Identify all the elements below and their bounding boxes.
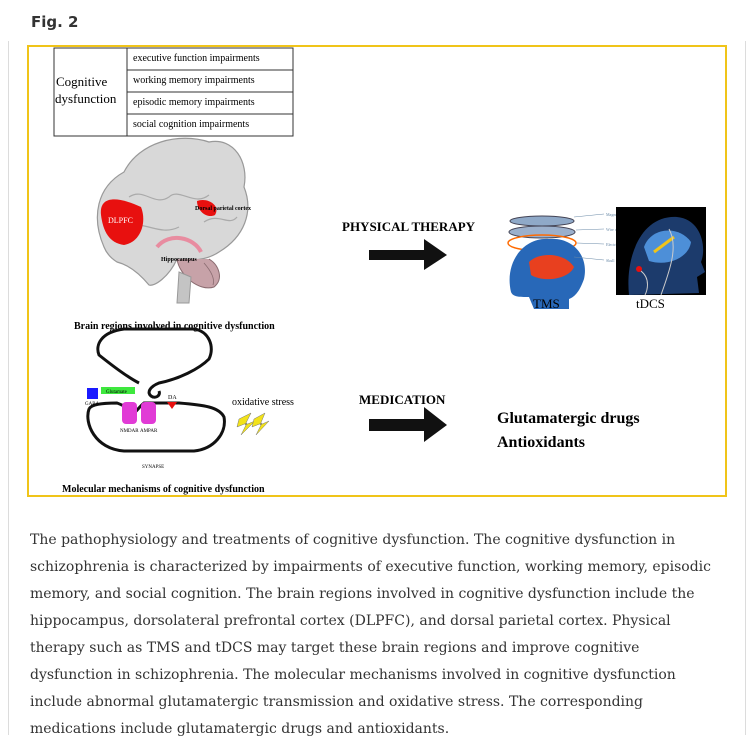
bolt-icon: [236, 412, 256, 436]
figure-image: Cognitive dysfunction executive function…: [53, 47, 706, 495]
impairment-social-cognition: social cognition impairments: [133, 119, 249, 130]
medication-arrow: [369, 407, 447, 442]
nmdar-label: NMDAR: [120, 429, 139, 434]
cognitive-label-1: Cognitive: [56, 74, 108, 89]
tms-illustration: Magnetic Field Wire coil Electric Curren…: [507, 212, 633, 311]
medication-label: MEDICATION: [359, 392, 446, 407]
synapse-illustration: GABA Glutamate DA NMDAR AMPAR SYNAPSE ox…: [62, 327, 294, 495]
molecular-caption: Molecular mechanisms of cognitive dysfun…: [62, 484, 265, 495]
ampar-label: AMPAR: [140, 429, 158, 434]
da-label: DA: [168, 395, 177, 401]
impairments-table: Cognitive dysfunction executive function…: [53, 47, 294, 137]
impairment-executive: executive function impairments: [133, 53, 260, 64]
parietal-label: Dorsal parietal cortex: [195, 206, 251, 212]
card-border: [8, 41, 746, 735]
coil-label-wire: Wire coil: [606, 227, 622, 232]
hippocampus-label: Hippocampus: [161, 257, 197, 263]
impairment-working-memory: working memory impairments: [133, 75, 255, 86]
gaba-label: GABA: [85, 402, 100, 407]
brain-illustration: DLPFC Dorsal parietal cortex Hippocampus…: [74, 137, 275, 332]
tdcs-label: tDCS: [636, 296, 665, 311]
antioxidants: Antioxidants: [497, 434, 585, 451]
physical-therapy-label: PHYSICAL THERAPY: [342, 219, 476, 234]
dlpfc-label: DLPFC: [108, 216, 133, 225]
physical-therapy-arrow: [369, 239, 447, 270]
impairment-episodic-memory: episodic memory impairments: [133, 97, 255, 108]
cognitive-label-2: dysfunction: [55, 91, 117, 106]
figure-label: Fig. 2: [31, 13, 79, 31]
tdcs-illustration: tDCS: [616, 207, 706, 311]
brain-caption: Brain regions involved in cognitive dysf…: [74, 321, 275, 332]
figure-frame: Cognitive dysfunction executive function…: [27, 45, 727, 497]
oxidative-stress-label: oxidative stress: [232, 397, 294, 408]
glutamatergic-drugs: Glutamatergic drugs: [497, 410, 640, 427]
synapse-label: SYNAPSE: [142, 465, 164, 470]
glutamate-label: Glutamate: [106, 390, 128, 395]
coil-label-skull: Skull: [606, 258, 615, 263]
figure-caption: The pathophysiology and treatments of co…: [30, 532, 711, 737]
tms-label: TMS: [533, 296, 560, 311]
bolt-icon: [251, 412, 270, 436]
